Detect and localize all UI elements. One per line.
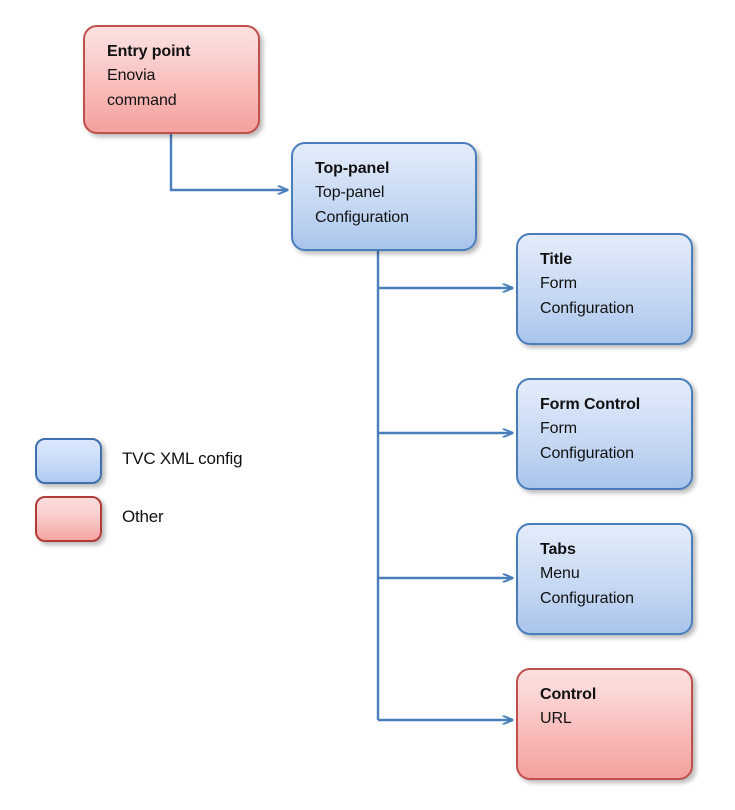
node-top-panel-line2: Configuration [315, 209, 409, 226]
node-tabs-line1: Menu [540, 565, 580, 582]
node-entry-point-title: Entry point [107, 43, 191, 60]
node-title-line1: Form [540, 275, 577, 292]
legend-label-other: Other [122, 507, 164, 526]
legend-swatch-blue [35, 438, 102, 484]
node-control-title: Control [540, 686, 597, 703]
legend-label-tvc-xml-config: TVC XML config [122, 449, 243, 468]
edge-entry-point-to-top-panel [169, 133, 288, 190]
node-entry-point-line1: Enovia [107, 67, 156, 84]
legend-swatch-red [35, 496, 102, 542]
node-form-control-line2: Configuration [540, 445, 634, 462]
node-tabs-title: Tabs [540, 541, 576, 558]
node-form-control[interactable]: Form Control Form Configuration [516, 378, 693, 490]
node-entry-point-line2: command [107, 92, 177, 109]
node-top-panel-title: Top-panel [315, 160, 390, 177]
node-title-line2: Configuration [540, 300, 634, 317]
node-form-control-title: Form Control [540, 396, 641, 413]
node-tabs-line2: Configuration [540, 590, 634, 607]
node-tabs[interactable]: Tabs Menu Configuration [516, 523, 693, 635]
node-title[interactable]: Title Form Configuration [516, 233, 693, 345]
node-form-control-line1: Form [540, 420, 577, 437]
node-top-panel[interactable]: Top-panel Top-panel Configuration [291, 142, 477, 251]
node-control-line1: URL [540, 710, 572, 727]
node-title-title: Title [540, 251, 573, 268]
node-control[interactable]: Control URL [516, 668, 693, 780]
node-entry-point[interactable]: Entry point Enovia command [83, 25, 260, 134]
node-top-panel-line1: Top-panel [315, 184, 385, 201]
